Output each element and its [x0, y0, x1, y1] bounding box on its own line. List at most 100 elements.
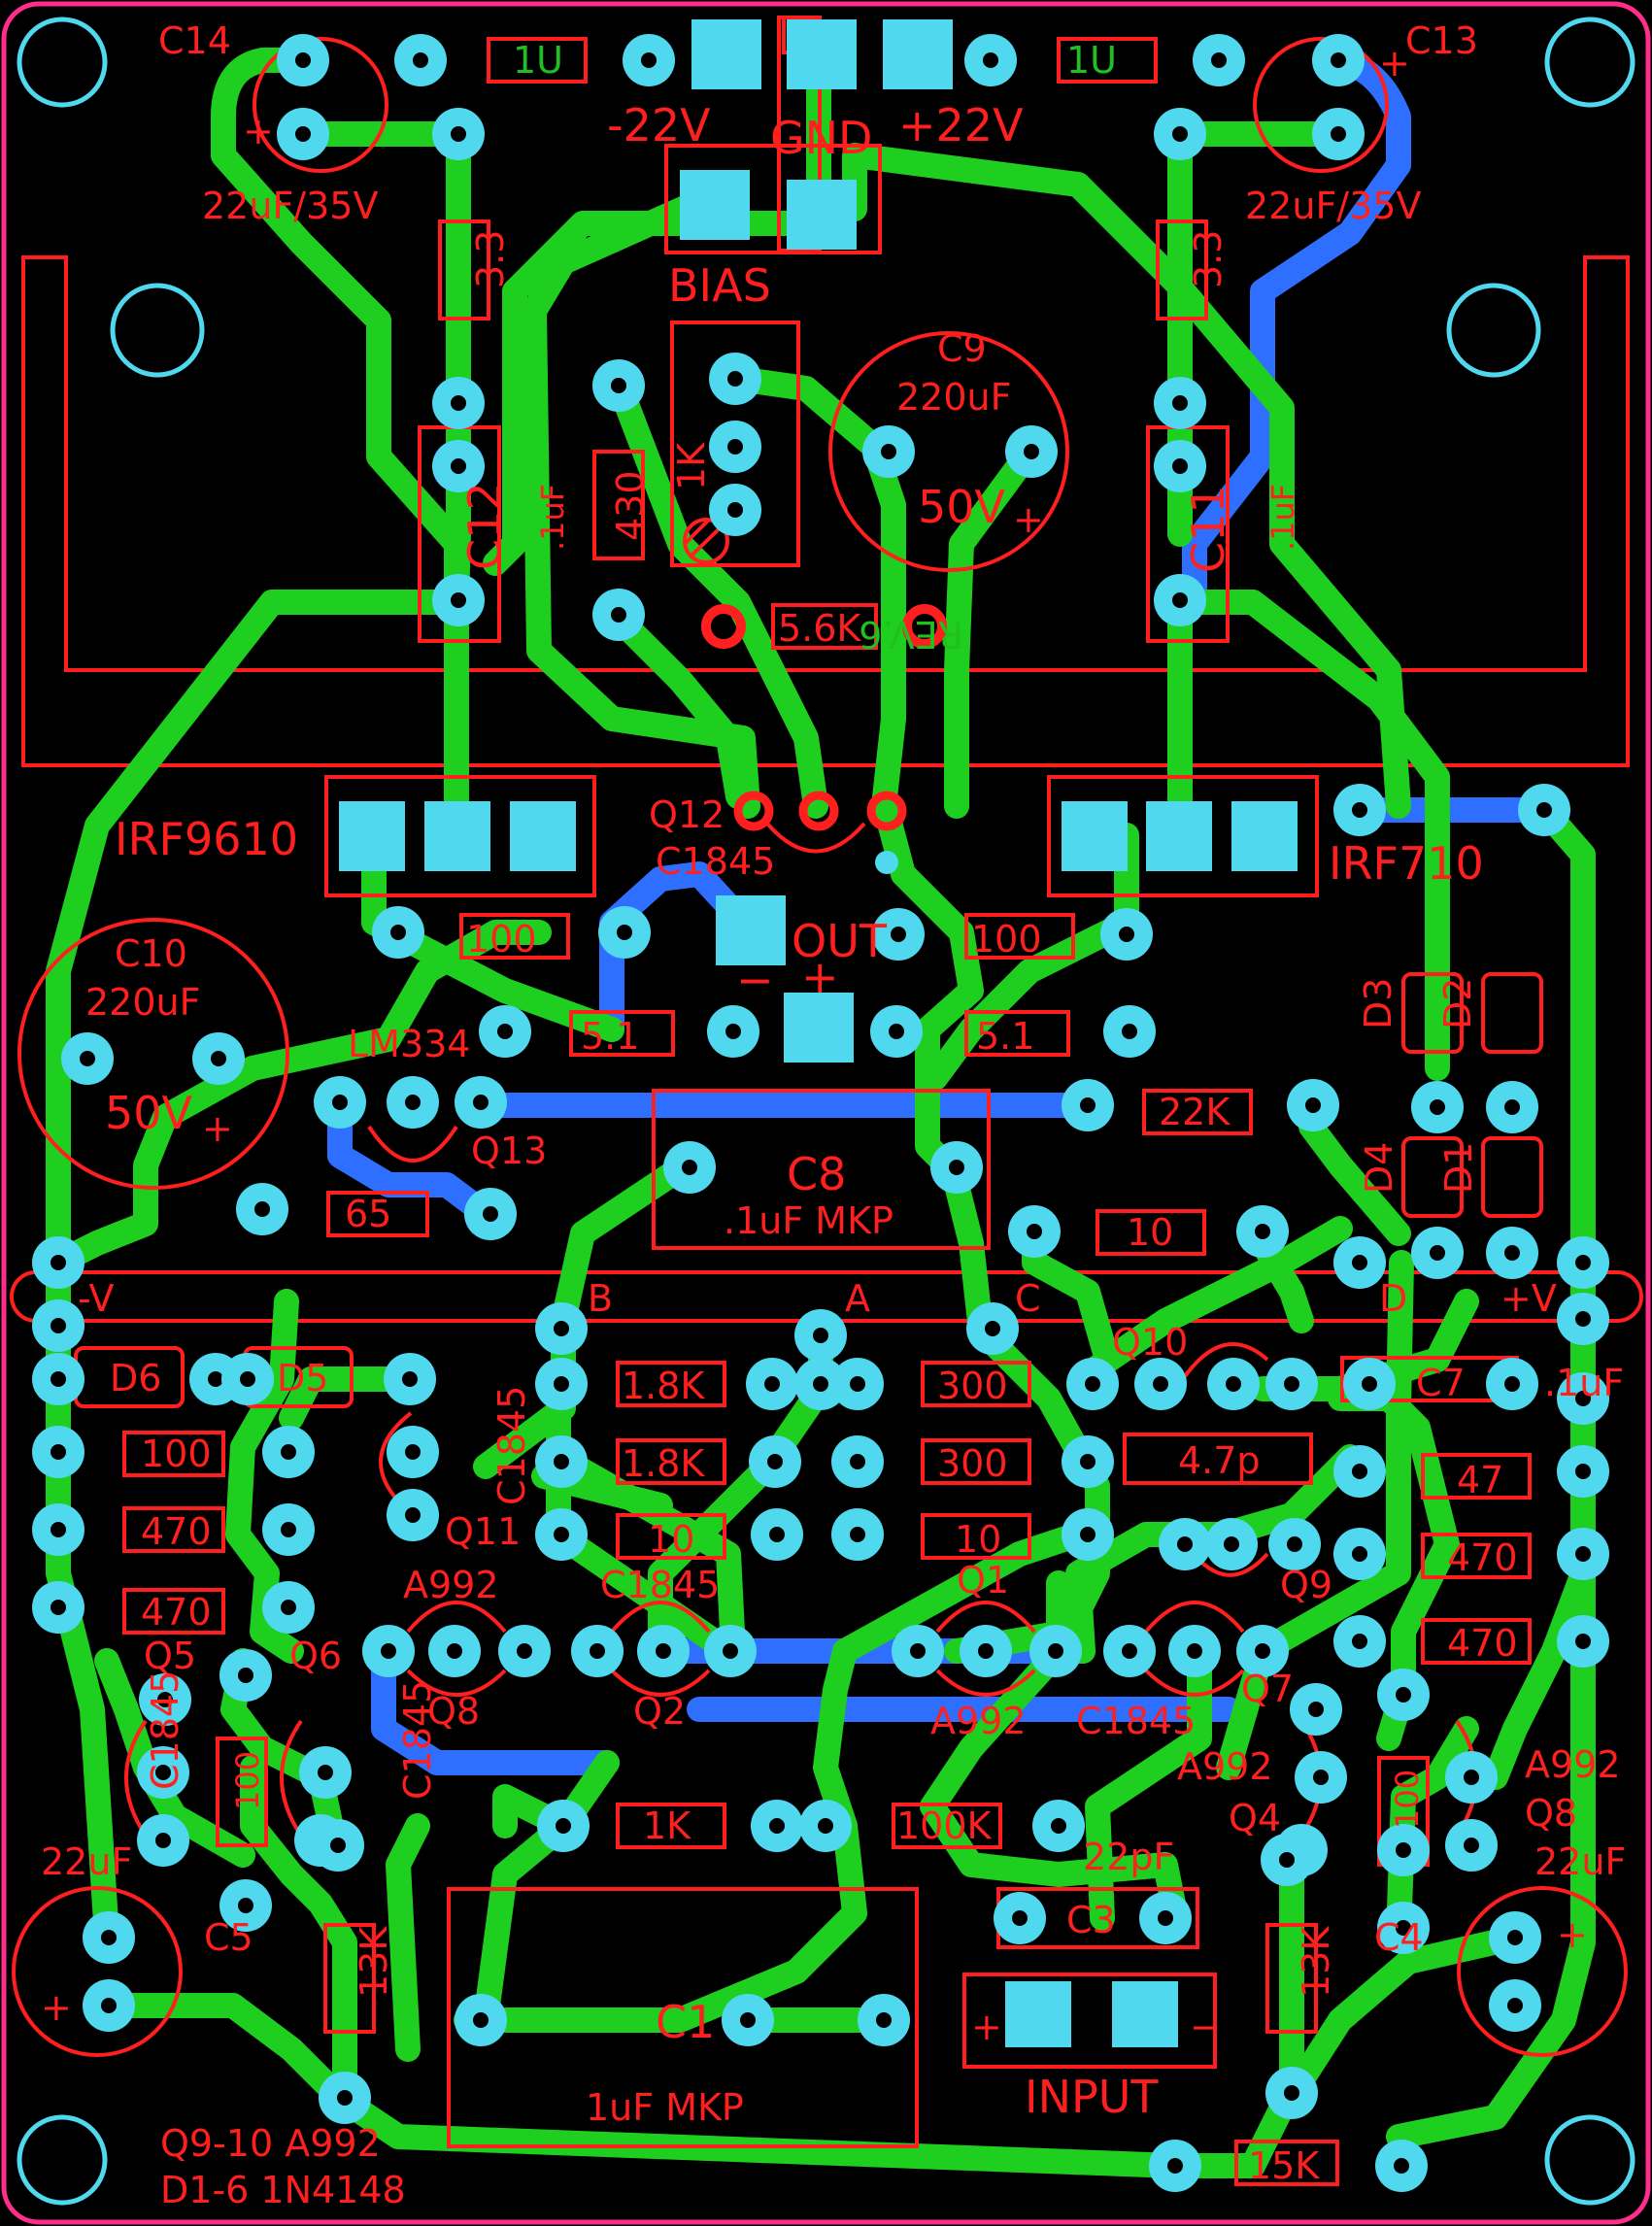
label-c8-value: .1uF MKP	[724, 1199, 893, 1242]
pad-drill-hole	[1119, 927, 1134, 942]
pad-drill-hole	[1224, 1536, 1239, 1552]
label-c1-value: 1uF MKP	[586, 2086, 744, 2129]
pad-drill-hole	[682, 1160, 697, 1175]
label-c13: C13	[1405, 19, 1478, 62]
label-c8: C8	[787, 1148, 846, 1200]
pad-drill-hole	[1284, 2085, 1299, 2101]
pad-drill-hole	[1352, 1634, 1367, 1649]
pad-drill-hole	[813, 1376, 828, 1392]
label-c1: C1	[656, 1996, 715, 2048]
label-r47: 47	[1457, 1459, 1503, 1501]
pad-drill-hole	[1507, 1930, 1523, 1945]
label-q8-right-type: A992	[1525, 1743, 1621, 1786]
label-r22k: 22K	[1159, 1091, 1231, 1133]
pad-drill-hole	[1575, 1311, 1591, 1327]
label-input: INPUT	[1025, 2071, 1159, 2123]
label-r100-a: 100	[466, 918, 537, 961]
pad-drill-hole	[1279, 1852, 1295, 1868]
pad-drill-hole	[332, 1095, 348, 1110]
label-q2: Q2	[633, 1690, 686, 1733]
pad-drill-hole	[1575, 1255, 1591, 1270]
pad-drill-hole	[1226, 1376, 1241, 1392]
pad-drill-hole	[949, 1160, 964, 1175]
pad-drill-hole	[590, 1643, 605, 1659]
label-bus-neg-v: -V	[78, 1277, 114, 1320]
label-pot-1k: 1K	[670, 442, 713, 490]
label-q9: Q9	[1280, 1564, 1332, 1606]
label-bus-c: C	[1015, 1277, 1041, 1320]
pad-drill-hole	[1167, 2158, 1183, 2174]
pad-drill-hole	[157, 1692, 173, 1707]
label-r51-b: 5.1	[976, 1015, 1034, 1058]
label-q8-left: Q8	[427, 1690, 480, 1733]
label-q8-left-type: A992	[403, 1564, 499, 1606]
label-q1: Q1	[957, 1559, 1009, 1602]
label-r100-left: 100	[141, 1433, 212, 1475]
pad-drill-hole	[51, 1444, 66, 1460]
pad-drill-hole	[1396, 1920, 1411, 1936]
pad-drill-hole	[1394, 2158, 1409, 2174]
pad-drill-hole	[1352, 802, 1367, 818]
pad-drill-hole	[641, 52, 657, 68]
pads	[32, 34, 1609, 2192]
label-bus-b: B	[588, 1277, 613, 1320]
pad-drill-hole	[211, 1051, 226, 1066]
pad-drill-hole	[1287, 1536, 1302, 1552]
pad-drill-hole	[101, 1930, 117, 1945]
pad-drill-hole	[381, 1643, 396, 1659]
label-c9-value: 220uF	[896, 376, 1011, 419]
pad-drill-hole	[238, 1898, 253, 1913]
label-c9-plus: +	[1013, 498, 1044, 541]
label-r33-right: 3.3	[1187, 230, 1230, 288]
label-q4: Q4	[1229, 1797, 1281, 1839]
label-q12-type: C1845	[656, 840, 775, 883]
label-r430: 430	[609, 470, 652, 541]
label-r470-left-1: 470	[141, 1510, 212, 1553]
pad-drill-hole	[295, 126, 311, 142]
pad-drill-hole	[1080, 1454, 1096, 1469]
pad-drill-hole	[1575, 1546, 1591, 1562]
label-c10-plus: +	[202, 1107, 233, 1150]
label-r33-left: 3.3	[469, 230, 512, 288]
label-q6-type: C1845	[396, 1680, 439, 1800]
pad-drill-hole	[978, 1643, 994, 1659]
label-q8-right: Q8	[1525, 1792, 1577, 1835]
pad-drill-hole	[881, 444, 896, 459]
label-r10-right: 10	[955, 1518, 1001, 1561]
label-r65: 65	[345, 1193, 391, 1235]
label-c7: C7	[1416, 1362, 1466, 1404]
label-c14: C14	[158, 19, 231, 62]
label-irf9610: IRF9610	[115, 813, 298, 865]
pad-drill-hole	[390, 925, 406, 940]
pad-drill-hole	[318, 1765, 333, 1780]
label-fuse-right: 1U	[1066, 39, 1117, 82]
label-r100k: 100K	[896, 1804, 993, 1847]
label-q2-type: C1845	[600, 1564, 720, 1606]
pad-drill-hole	[1080, 1097, 1096, 1113]
pad-drill-hole	[208, 1371, 223, 1387]
pad-drill-hole	[767, 1454, 783, 1469]
label-q13: Q13	[471, 1130, 547, 1172]
label-r100-b: 100	[971, 918, 1042, 961]
pad-drill-hole	[556, 1818, 571, 1834]
label-lm334: LM334	[348, 1023, 471, 1065]
pad-drill-hole	[517, 1643, 532, 1659]
label-gnd: GND	[770, 112, 872, 164]
label-q7: Q7	[1241, 1668, 1294, 1710]
pad-drill-hole	[1308, 1702, 1324, 1717]
pad-drill-hole	[451, 592, 466, 608]
pad-drill-hole	[1464, 1838, 1479, 1853]
label-bus-d: D	[1379, 1277, 1407, 1320]
pad-drill-hole	[1305, 1097, 1321, 1113]
pad-drill-hole	[1158, 1910, 1173, 1926]
pad-drill-hole	[727, 439, 743, 455]
pad-drill-hole	[1396, 1842, 1411, 1858]
label-input-plus: +	[971, 2006, 1002, 2048]
label-q11-type: C1845	[490, 1386, 533, 1505]
pad-drill-hole	[51, 1255, 66, 1270]
label-q10: Q10	[1112, 1321, 1188, 1364]
pad-drill-hole	[483, 1206, 498, 1222]
label-c4-plus: +	[1557, 1913, 1588, 1956]
label-q7-type: C1845	[1076, 1700, 1196, 1742]
